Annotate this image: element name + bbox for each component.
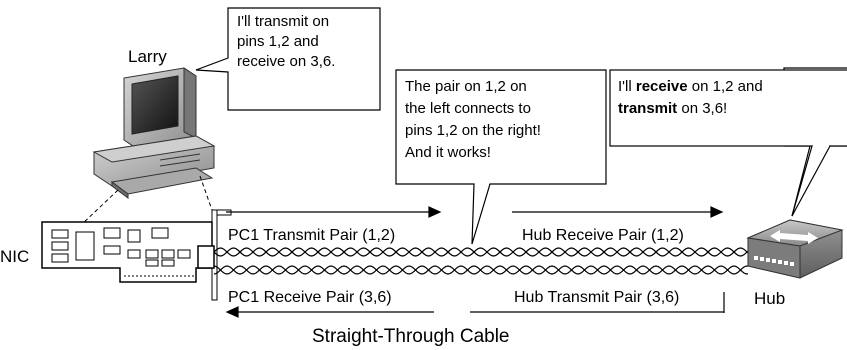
twisted-pair-cable: [213, 247, 749, 275]
hub-receive-arrow: [512, 206, 724, 218]
hub-callout-box: [609, 69, 847, 147]
cable-title: Straight-Through Cable: [312, 326, 510, 347]
larry-callout-line: pins 1,2 and: [237, 33, 319, 50]
pc1-receive-arrow: [225, 306, 434, 318]
zoom-line-right: [199, 175, 213, 211]
nic-label: NIC: [0, 247, 29, 266]
larry-callout-text: I'll transmit on pins 1,2 and receive on…: [237, 12, 335, 72]
middle-callout-text: The pair on 1,2 on the left connects to …: [405, 76, 541, 164]
hub-callout-text: I'll receive on 1,2 and transmit on 3,6!: [618, 76, 763, 120]
hub-icon: [746, 219, 844, 279]
larry-callout-line: I'll transmit on: [237, 13, 330, 30]
pc1-receive-label: PC1 Receive Pair (3,6): [228, 289, 392, 306]
middle-callout-line: the left connects to: [405, 100, 531, 117]
nic-card-icon: [41, 209, 232, 301]
middle-callout-line: And it works!: [405, 144, 491, 161]
computer-icon: [92, 67, 216, 199]
larry-label: Larry: [128, 47, 167, 66]
hub-label: Hub: [754, 289, 785, 308]
pc1-transmit-arrow: [226, 206, 442, 218]
hub-callout-suffix: on 1,2 and: [687, 78, 763, 95]
hub-callout-prefix: I'll: [618, 78, 636, 95]
hub-callout-line-2: transmit on 3,6!: [618, 98, 763, 120]
larry-callout-bubble: [195, 7, 381, 111]
hub-callout-transmit: transmit: [618, 100, 678, 117]
middle-callout-bubble: [395, 69, 607, 245]
middle-callout-line: The pair on 1,2 on: [405, 78, 527, 95]
middle-callout-line: pins 1,2 on the right!: [405, 122, 541, 139]
hub-callout-line-1: I'll receive on 1,2 and: [618, 76, 763, 98]
pc1-transmit-label: PC1 Transmit Pair (1,2): [228, 227, 395, 244]
hub-receive-label: Hub Receive Pair (1,2): [522, 227, 684, 244]
larry-callout-line: receive on 3,6.: [237, 53, 336, 70]
hub-callout-tail: [791, 145, 831, 217]
hub-callout-suffix: on 3,6!: [677, 100, 728, 117]
hub-transmit-label: Hub Transmit Pair (3,6): [514, 289, 679, 306]
hub-callout-receive: receive: [635, 78, 688, 95]
